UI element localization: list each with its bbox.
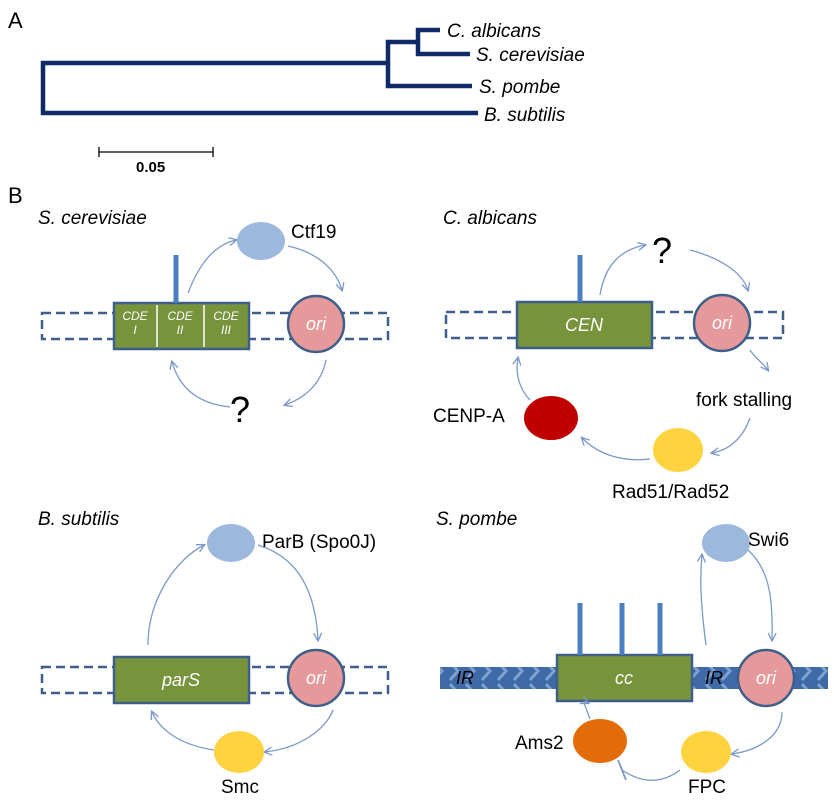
scale-bar-label: 0.05: [136, 159, 165, 176]
fpc-inhibits-ams2: [621, 769, 681, 781]
albicans-cen-box: [515, 300, 654, 350]
albicans-model: C. albicans CEN ori ? fork stalling Rad5…: [433, 208, 792, 503]
cerevisiae-ori-label: ori: [306, 314, 327, 334]
pombe-model: S. pombe IR IR cc ori Swi6 FPC Ams2: [436, 509, 828, 798]
albicans-question-mark: ?: [652, 230, 672, 271]
fpc-protein: [681, 731, 731, 773]
swi6-label: Swi6: [748, 530, 789, 551]
phylogenetic-tree: [40, 27, 478, 116]
panel-b-letter: B: [8, 183, 23, 208]
rad51-rad52-protein: [653, 428, 703, 472]
subtilis-ori: [286, 648, 346, 708]
tree-label-b-subtilis: B. subtilis: [484, 105, 566, 126]
cenp-a-protein: [524, 396, 578, 440]
tree-label-s-cerevisiae: S. cerevisiae: [476, 45, 585, 66]
cerevisiae-question-mark: ?: [230, 389, 250, 430]
ir-label-right: IR: [705, 668, 723, 688]
pars-box: [112, 655, 251, 705]
cenp-a-label: CENP-A: [433, 406, 505, 427]
fpc-label: FPC: [688, 777, 726, 798]
cc-box: [555, 653, 694, 703]
rad51-rad52-label: Rad51/Rad52: [612, 482, 729, 503]
albicans-cen-label: CEN: [565, 315, 604, 335]
parb-label: ParB (Spo0J): [262, 532, 376, 553]
pombe-title: S. pombe: [436, 509, 517, 530]
cerevisiae-ori: [286, 294, 346, 354]
ams2-protein: [573, 719, 627, 763]
tree-label-s-pombe: S. pombe: [479, 77, 560, 98]
pombe-ori-label: ori: [756, 668, 777, 688]
subtilis-model: B. subtilis parS ori ParB (Spo0J) Smc: [38, 509, 390, 798]
cerevisiae-cen-box: [112, 301, 251, 351]
albicans-ori: [692, 293, 752, 353]
subtilis-ori-label: ori: [306, 668, 327, 688]
smc-label: Smc: [221, 777, 259, 798]
albicans-title: C. albicans: [443, 208, 537, 229]
panel-a-letter: A: [8, 8, 23, 33]
albicans-ori-label: ori: [712, 313, 733, 333]
ams2-label: Ams2: [515, 733, 564, 754]
swi6-protein: [702, 524, 750, 562]
subtilis-title: B. subtilis: [38, 509, 120, 530]
scale-bar: [98, 147, 214, 157]
pombe-ori: [736, 648, 796, 708]
tree-label-c-albicans: C. albicans: [447, 21, 541, 42]
pars-label: parS: [161, 670, 200, 690]
ctf19-label: Ctf19: [291, 222, 336, 243]
fork-stalling-label: fork stalling: [696, 390, 792, 411]
ctf19-protein: [237, 222, 285, 260]
cerevisiae-title: S. cerevisiae: [38, 208, 147, 229]
cc-label: cc: [615, 668, 633, 688]
ir-label-left: IR: [456, 668, 474, 688]
smc-protein: [214, 731, 264, 773]
parb-protein: [207, 524, 255, 562]
